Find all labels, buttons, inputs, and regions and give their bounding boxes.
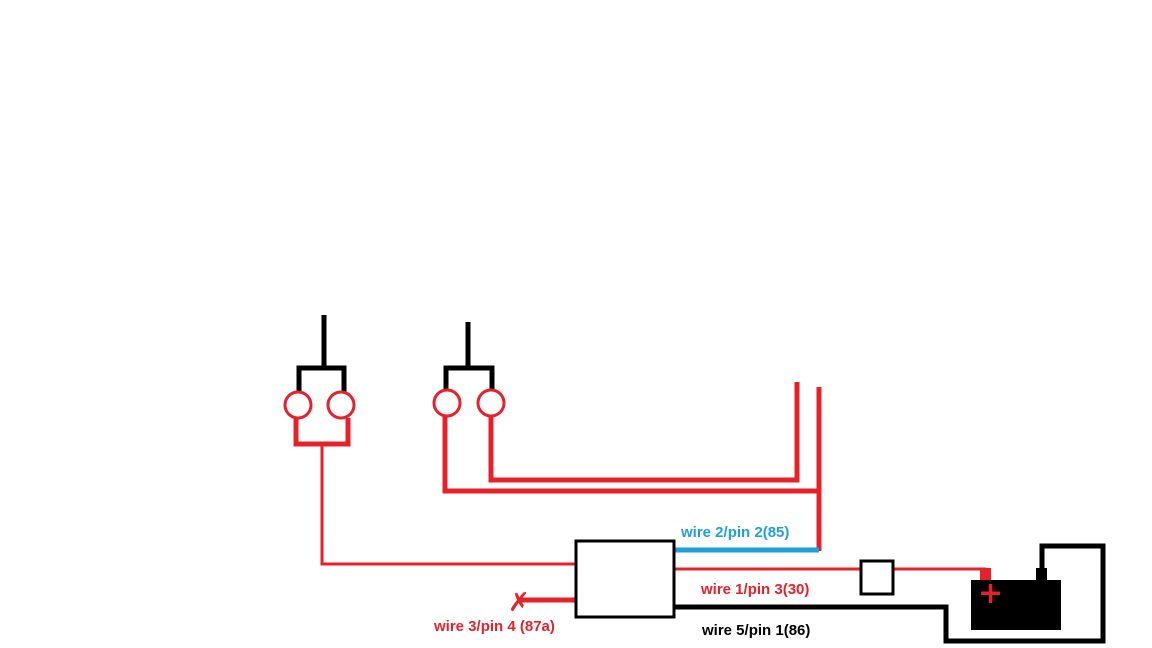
wire-3-label: wire 3/pin 4 (87a) <box>433 618 555 635</box>
left-light-pair <box>283 315 356 447</box>
battery-body <box>971 580 1061 630</box>
unused-end-x-mark: ✗ <box>508 588 530 618</box>
fuse-box <box>859 559 895 596</box>
relay-box <box>574 539 676 619</box>
battery-positive-terminal <box>980 568 991 581</box>
left-light-ground-bracket <box>296 365 347 392</box>
middle-light-wire-a <box>442 416 819 494</box>
left-light-bulb-a <box>283 390 313 420</box>
left-light-to-relay-wire <box>320 444 576 566</box>
left-light-power-bracket <box>293 418 351 447</box>
wire-5-label: wire 5/pin 1(86) <box>701 622 810 639</box>
left-light-bulb-b <box>326 390 356 420</box>
middle-light-wire-b <box>488 382 800 483</box>
middle-light-bulb-b <box>476 388 506 418</box>
battery-negative-terminal <box>1036 568 1047 581</box>
wire-1-label: wire 1/pin 3(30) <box>700 581 809 598</box>
middle-light-bulb-a <box>432 388 462 418</box>
wire-2-label: wire 2/pin 2(85) <box>680 524 789 541</box>
middle-light-ground-bracket <box>443 365 495 390</box>
battery: + <box>971 568 1061 630</box>
middle-light-pair <box>432 322 506 418</box>
wire-5-black <box>675 543 1106 644</box>
battery-plus-symbol: + <box>978 576 1003 611</box>
